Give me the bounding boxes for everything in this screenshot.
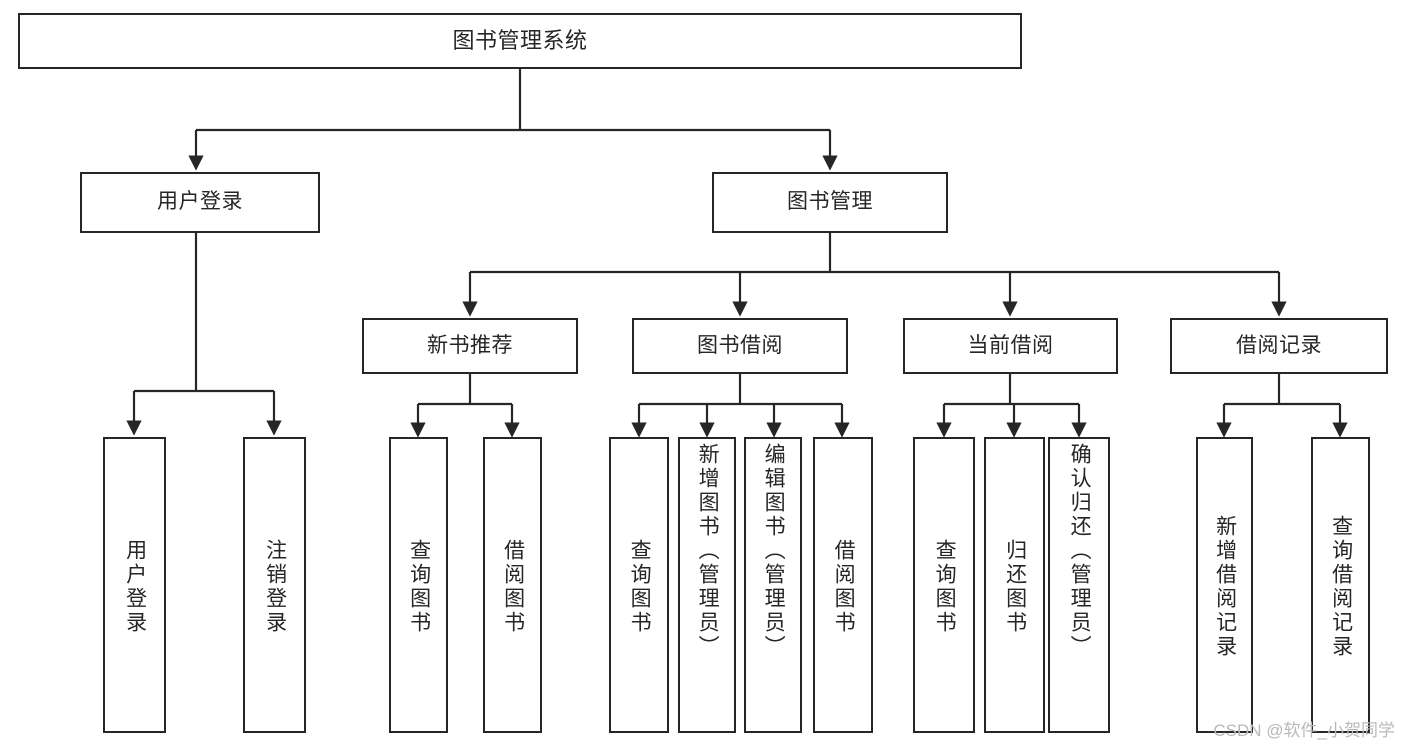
leaf-new-book-query-label: 查询图书: [407, 539, 431, 635]
node-book-management[interactable]: 图书管理: [712, 172, 948, 233]
leaf-new-book-borrow[interactable]: 借阅图书: [483, 437, 542, 733]
node-book-management-label: 图书管理: [787, 190, 873, 214]
leaf-book-borrow-query[interactable]: 查询图书: [609, 437, 669, 733]
leaf-borrow-record-add-label: 新增借阅记录: [1213, 515, 1237, 659]
leaf-new-book-borrow-label: 借阅图书: [501, 539, 525, 635]
node-root-system-label: 图书管理系统: [452, 28, 588, 54]
node-new-book-recommend-label: 新书推荐: [427, 333, 513, 357]
node-new-book-recommend[interactable]: 新书推荐: [362, 318, 578, 374]
leaf-current-borrow-confirm[interactable]: 确认归还（管理员）: [1048, 437, 1110, 733]
node-root-system[interactable]: 图书管理系统: [18, 13, 1022, 69]
node-current-borrow-label: 当前借阅: [967, 333, 1054, 357]
node-borrow-record-label: 借阅记录: [1236, 333, 1322, 357]
node-book-borrow[interactable]: 图书借阅: [632, 318, 848, 374]
leaf-book-borrow-borrow-label: 借阅图书: [832, 539, 856, 635]
leaf-user-login-login[interactable]: 用户登录: [103, 437, 166, 733]
leaf-current-borrow-confirm-label: 确认归还（管理员）: [1068, 443, 1092, 659]
node-current-borrow[interactable]: 当前借阅: [903, 318, 1118, 374]
node-user-login-label: 用户登录: [157, 190, 243, 214]
leaf-book-borrow-add-label: 新增图书（管理员）: [696, 443, 720, 659]
leaf-current-borrow-query-label: 查询图书: [933, 539, 957, 635]
leaf-book-borrow-add[interactable]: 新增图书（管理员）: [678, 437, 736, 733]
node-book-borrow-label: 图书借阅: [697, 333, 783, 357]
leaf-new-book-query[interactable]: 查询图书: [389, 437, 448, 733]
leaf-book-borrow-edit-label: 编辑图书（管理员）: [762, 443, 786, 659]
leaf-current-borrow-return-label: 归还图书: [1003, 539, 1027, 635]
leaf-user-login-login-label: 用户登录: [123, 539, 147, 635]
leaf-book-borrow-query-label: 查询图书: [628, 539, 652, 635]
leaf-current-borrow-query[interactable]: 查询图书: [913, 437, 975, 733]
node-user-login[interactable]: 用户登录: [80, 172, 320, 233]
leaf-user-login-logout[interactable]: 注销登录: [243, 437, 306, 733]
leaf-book-borrow-edit[interactable]: 编辑图书（管理员）: [744, 437, 802, 733]
node-borrow-record[interactable]: 借阅记录: [1170, 318, 1388, 374]
leaf-book-borrow-borrow[interactable]: 借阅图书: [813, 437, 873, 733]
leaf-borrow-record-query-label: 查询借阅记录: [1329, 515, 1353, 659]
leaf-user-login-logout-label: 注销登录: [263, 539, 287, 635]
leaf-current-borrow-return[interactable]: 归还图书: [984, 437, 1045, 733]
leaf-borrow-record-add[interactable]: 新增借阅记录: [1196, 437, 1253, 733]
leaf-borrow-record-query[interactable]: 查询借阅记录: [1311, 437, 1370, 733]
